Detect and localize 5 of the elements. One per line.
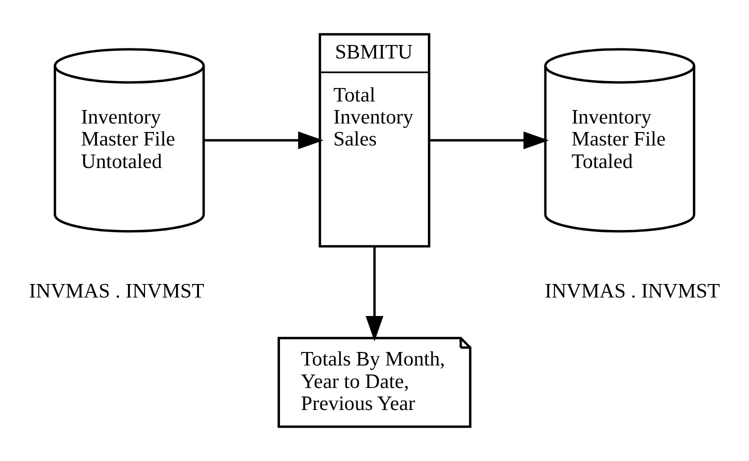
arrow — [204, 131, 324, 150]
arrow — [429, 131, 549, 150]
node-label: INVMAS . INVMST — [29, 280, 204, 303]
node-label: INVMAS . INVMST — [544, 280, 720, 303]
arrow — [366, 246, 384, 342]
